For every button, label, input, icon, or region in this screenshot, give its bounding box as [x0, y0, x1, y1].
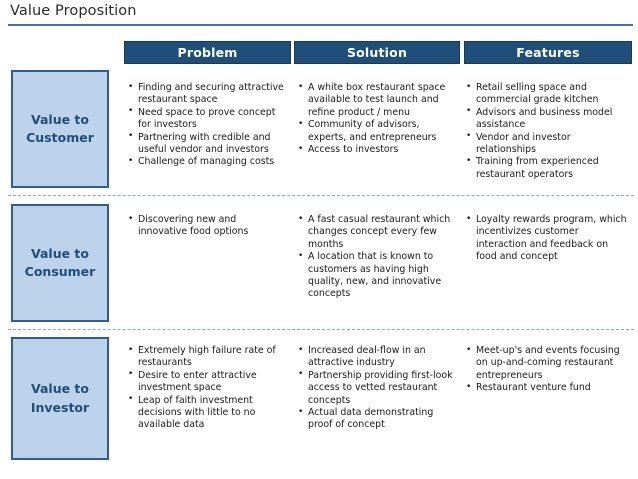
- cell-investor-features: Meet-up's and events focusing on up-and-…: [466, 344, 628, 395]
- list-item: Loyalty rewards program, which incentivi…: [466, 214, 628, 264]
- column-header-features-label: Features: [516, 45, 580, 60]
- list-item: Extremely high failure rate of restauran…: [128, 345, 288, 370]
- row-label-investor-line1: Value to: [30, 381, 89, 397]
- row-label-customer: Value to Customer: [11, 70, 109, 188]
- bullet-list: Meet-up's and events focusing on up-and-…: [466, 344, 628, 395]
- cell-consumer-problem: Discovering new and innovative food opti…: [128, 214, 288, 239]
- cell-investor-problem: Extremely high failure rate of restauran…: [128, 345, 288, 432]
- column-header-features: Features: [464, 41, 632, 64]
- bullet-list: Increased deal-flow in an attractive ind…: [298, 345, 458, 432]
- column-header-solution-label: Solution: [346, 45, 408, 60]
- cell-customer-problem: Finding and securing attractive restaura…: [128, 82, 288, 169]
- list-item: Desire to enter attractive investment sp…: [128, 369, 288, 395]
- list-item: A white box restaurant space available t…: [298, 81, 458, 119]
- cell-consumer-solution: A fast casual restaurant which changes c…: [298, 213, 458, 301]
- list-item: Need space to prove concept for investor…: [128, 106, 288, 132]
- list-item: Vendor and investor relationships: [466, 131, 628, 157]
- list-item: Discovering new and innovative food opti…: [128, 214, 288, 239]
- title-underline-rule: [8, 24, 633, 26]
- page-title: Value Proposition: [10, 3, 137, 19]
- list-item: Meet-up's and events focusing on up-and-…: [466, 344, 628, 382]
- column-header-solution: Solution: [294, 41, 460, 64]
- column-header-problem: Problem: [124, 41, 291, 64]
- row-label-investor: Value to Investor: [11, 337, 109, 460]
- bullet-list: A white box restaurant space available t…: [298, 81, 458, 156]
- bullet-list: Loyalty rewards program, which incentivi…: [466, 214, 628, 264]
- list-item: Retail selling space and commercial grad…: [466, 82, 628, 107]
- list-item: Access to investors: [298, 144, 458, 156]
- list-item: Finding and securing attractive restaura…: [128, 82, 288, 107]
- list-item: Advisors and business model assistance: [466, 106, 628, 132]
- list-item: Partnership providing first-look access …: [298, 369, 458, 407]
- cell-investor-solution: Increased deal-flow in an attractive ind…: [298, 345, 458, 432]
- list-item: A fast casual restaurant which changes c…: [298, 213, 458, 251]
- cell-customer-solution: A white box restaurant space available t…: [298, 81, 458, 156]
- cell-consumer-features: Loyalty rewards program, which incentivi…: [466, 214, 628, 264]
- bullet-list: Retail selling space and commercial grad…: [466, 82, 628, 181]
- row-label-investor-line2: Investor: [30, 399, 90, 415]
- list-item: Community of advisors, experts, and entr…: [298, 119, 458, 144]
- row-label-customer-line2: Customer: [26, 130, 94, 145]
- list-item: Actual data demonstrating proof of conce…: [298, 407, 458, 432]
- column-header-problem-label: Problem: [177, 45, 238, 60]
- cell-customer-features: Retail selling space and commercial grad…: [466, 82, 628, 181]
- bullet-list: Discovering new and innovative food opti…: [128, 214, 288, 239]
- list-item: Increased deal-flow in an attractive ind…: [298, 345, 458, 370]
- row-label-consumer-line1: Value to: [30, 245, 89, 261]
- row-label-consumer-line2: Consumer: [24, 264, 96, 279]
- list-item: Partnering with credible and useful vend…: [128, 131, 288, 157]
- list-item: Restaurant venture fund: [466, 382, 628, 394]
- bullet-list: Extremely high failure rate of restauran…: [128, 345, 288, 432]
- row-separator-1: [8, 195, 634, 196]
- list-item: Leap of faith investment decisions with …: [128, 394, 288, 432]
- list-item: A location that is known to customers as…: [298, 251, 458, 301]
- row-label-consumer: Value to Consumer: [11, 204, 109, 322]
- list-item: Challenge of managing costs: [128, 156, 288, 168]
- list-item: Training from experienced restaurant ope…: [466, 156, 628, 181]
- row-separator-2: [8, 329, 634, 330]
- bullet-list: A fast casual restaurant which changes c…: [298, 213, 458, 301]
- bullet-list: Finding and securing attractive restaura…: [128, 82, 288, 169]
- row-label-customer-line1: Value to: [30, 111, 89, 127]
